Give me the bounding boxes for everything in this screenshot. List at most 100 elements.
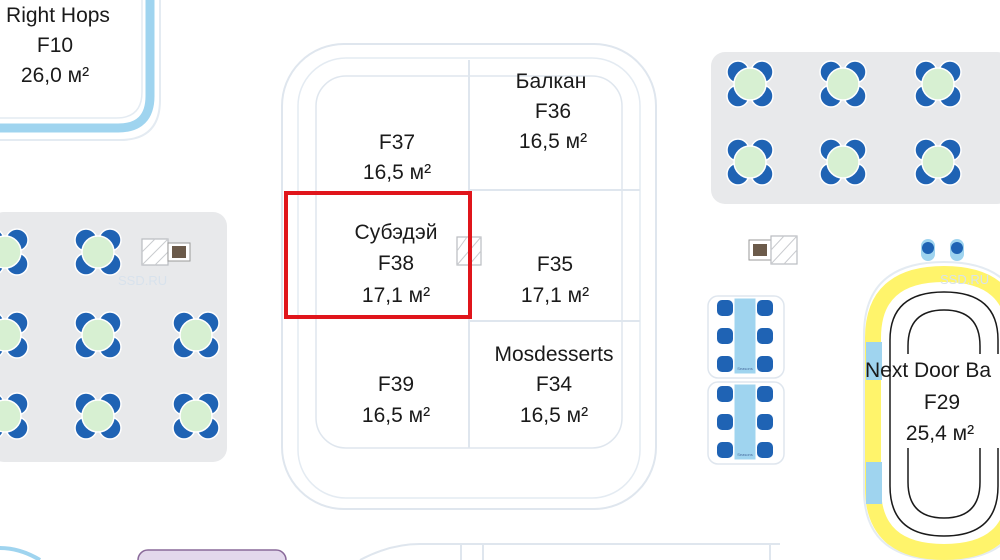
unit-f29-area: 25,4 м²: [906, 422, 974, 445]
central-block-outer-outline: [281, 43, 657, 510]
unit-f29-name: Next Door Ba: [865, 359, 991, 382]
unit-f35-code: F35: [537, 253, 573, 276]
unit-f36-area: 16,5 м²: [519, 130, 587, 153]
unit-f36[interactable]: Балкан F36 16,5 м²: [516, 70, 587, 153]
table-top: [0, 399, 22, 433]
chair: [717, 356, 733, 372]
unit-f35[interactable]: F35 17,1 м²: [521, 253, 589, 307]
watermark-left: SSD.RU: [118, 273, 167, 288]
unit-f39-code: F39: [378, 373, 414, 396]
selected-unit-highlight: [284, 191, 472, 319]
unit-f39[interactable]: F39 16,5 м²: [362, 373, 430, 427]
unit-f10-counter: [0, 0, 155, 133]
unit-f29-counter-blue-1: [866, 342, 882, 380]
table-top: [179, 318, 213, 352]
table-with-4-seats: [74, 311, 122, 359]
table-top: [733, 67, 767, 101]
unit-f29-counter: [865, 265, 1000, 560]
bottom-left-outline: [0, 546, 42, 560]
chair: [717, 386, 733, 402]
seating-tables-left: [0, 228, 220, 440]
bar-stools: [921, 239, 964, 261]
table-top: [0, 318, 22, 352]
unit-f29-core-outline: [907, 309, 981, 519]
unit-f38-code: F38: [378, 252, 414, 275]
unit-f10-outline-inner: [0, 0, 143, 119]
chair: [757, 300, 773, 316]
table-with-4-seats: [0, 311, 29, 359]
unit-f29-code: F29: [924, 391, 960, 414]
unit-f10-area: 26,0 м²: [21, 64, 89, 87]
equipment-block-right: [748, 235, 798, 265]
unit-f29-counter-blue-2: [866, 462, 882, 504]
unit-f34-area: 16,5 м²: [520, 404, 588, 427]
unit-f10-code: F10: [37, 34, 73, 57]
unit-f36-name: Балкан: [516, 70, 587, 93]
unit-f34-name: Mosdesserts: [494, 343, 613, 366]
bottom-center-outline: [359, 543, 780, 560]
equipment-block-left: [141, 238, 191, 266]
table-with-4-seats: [819, 60, 867, 108]
table-with-4-seats: [172, 311, 220, 359]
unit-f34[interactable]: Mosdesserts F34 16,5 м²: [494, 343, 613, 427]
table-top: [81, 318, 115, 352]
unit-f37[interactable]: F37 16,5 м²: [363, 131, 431, 184]
table-top: [0, 235, 22, 269]
long-table-area-outline: [707, 295, 785, 379]
table-with-4-seats: [726, 138, 774, 186]
unit-f39-area: 16,5 м²: [362, 404, 430, 427]
unit-f29-outer-outline: [863, 260, 1000, 560]
unit-f34-code: F34: [536, 373, 573, 396]
unit-f10[interactable]: Right Hops F10 26,0 м²: [0, 0, 161, 141]
unit-f29-label-bg: [900, 354, 1000, 448]
unit-f37-code: F37: [379, 131, 415, 154]
table-top: [921, 67, 955, 101]
unit-f35-area: 17,1 м²: [521, 284, 589, 307]
table-with-4-seats: [0, 228, 29, 276]
chair: [757, 414, 773, 430]
chair: [757, 356, 773, 372]
unit-f38-name: Субэдэй: [355, 221, 438, 244]
table-with-4-seats: [172, 392, 220, 440]
unit-f29[interactable]: Next Door Ba F29 25,4 м²: [863, 260, 1000, 560]
seating-tables-top-right: [726, 60, 962, 186]
table-top: [826, 67, 860, 101]
chair: [717, 442, 733, 458]
bottom-left-kiosk: [137, 549, 287, 560]
long-table: Seasons: [717, 297, 773, 375]
table-with-4-seats: [819, 138, 867, 186]
unit-f38-area: 17,1 м²: [362, 284, 430, 307]
table-top: [826, 145, 860, 179]
table-top: [733, 145, 767, 179]
table-with-4-seats: [914, 138, 962, 186]
table-top: [921, 145, 955, 179]
table-marker-label: Seasons: [737, 452, 753, 457]
unit-f37-area: 16,5 м²: [363, 161, 431, 184]
chair: [757, 386, 773, 402]
long-table-top: [733, 297, 757, 375]
chair: [757, 328, 773, 344]
table-top: [179, 399, 213, 433]
long-table-top: [733, 383, 757, 461]
unit-f10-outline-outer: [0, 0, 161, 141]
unit-f10-name: Right Hops: [6, 4, 110, 27]
long-table-area-outline: [707, 381, 785, 465]
central-block-inner-outline: [297, 57, 641, 499]
table-with-4-seats: [726, 60, 774, 108]
chair: [757, 442, 773, 458]
table-with-4-seats: [74, 228, 122, 276]
unit-f38[interactable]: Субэдэй F38 17,1 м²: [355, 221, 438, 307]
watermark-right: SSD.RU: [940, 272, 989, 287]
long-table: Seasons: [717, 383, 773, 461]
chair: [717, 414, 733, 430]
table-top: [81, 235, 115, 269]
table-with-4-seats: [0, 392, 29, 440]
table-with-4-seats: [74, 392, 122, 440]
chair: [717, 300, 733, 316]
chair: [717, 328, 733, 344]
table-with-4-seats: [914, 60, 962, 108]
unit-f36-code: F36: [535, 100, 571, 123]
table-marker-label: Seasons: [737, 366, 753, 371]
